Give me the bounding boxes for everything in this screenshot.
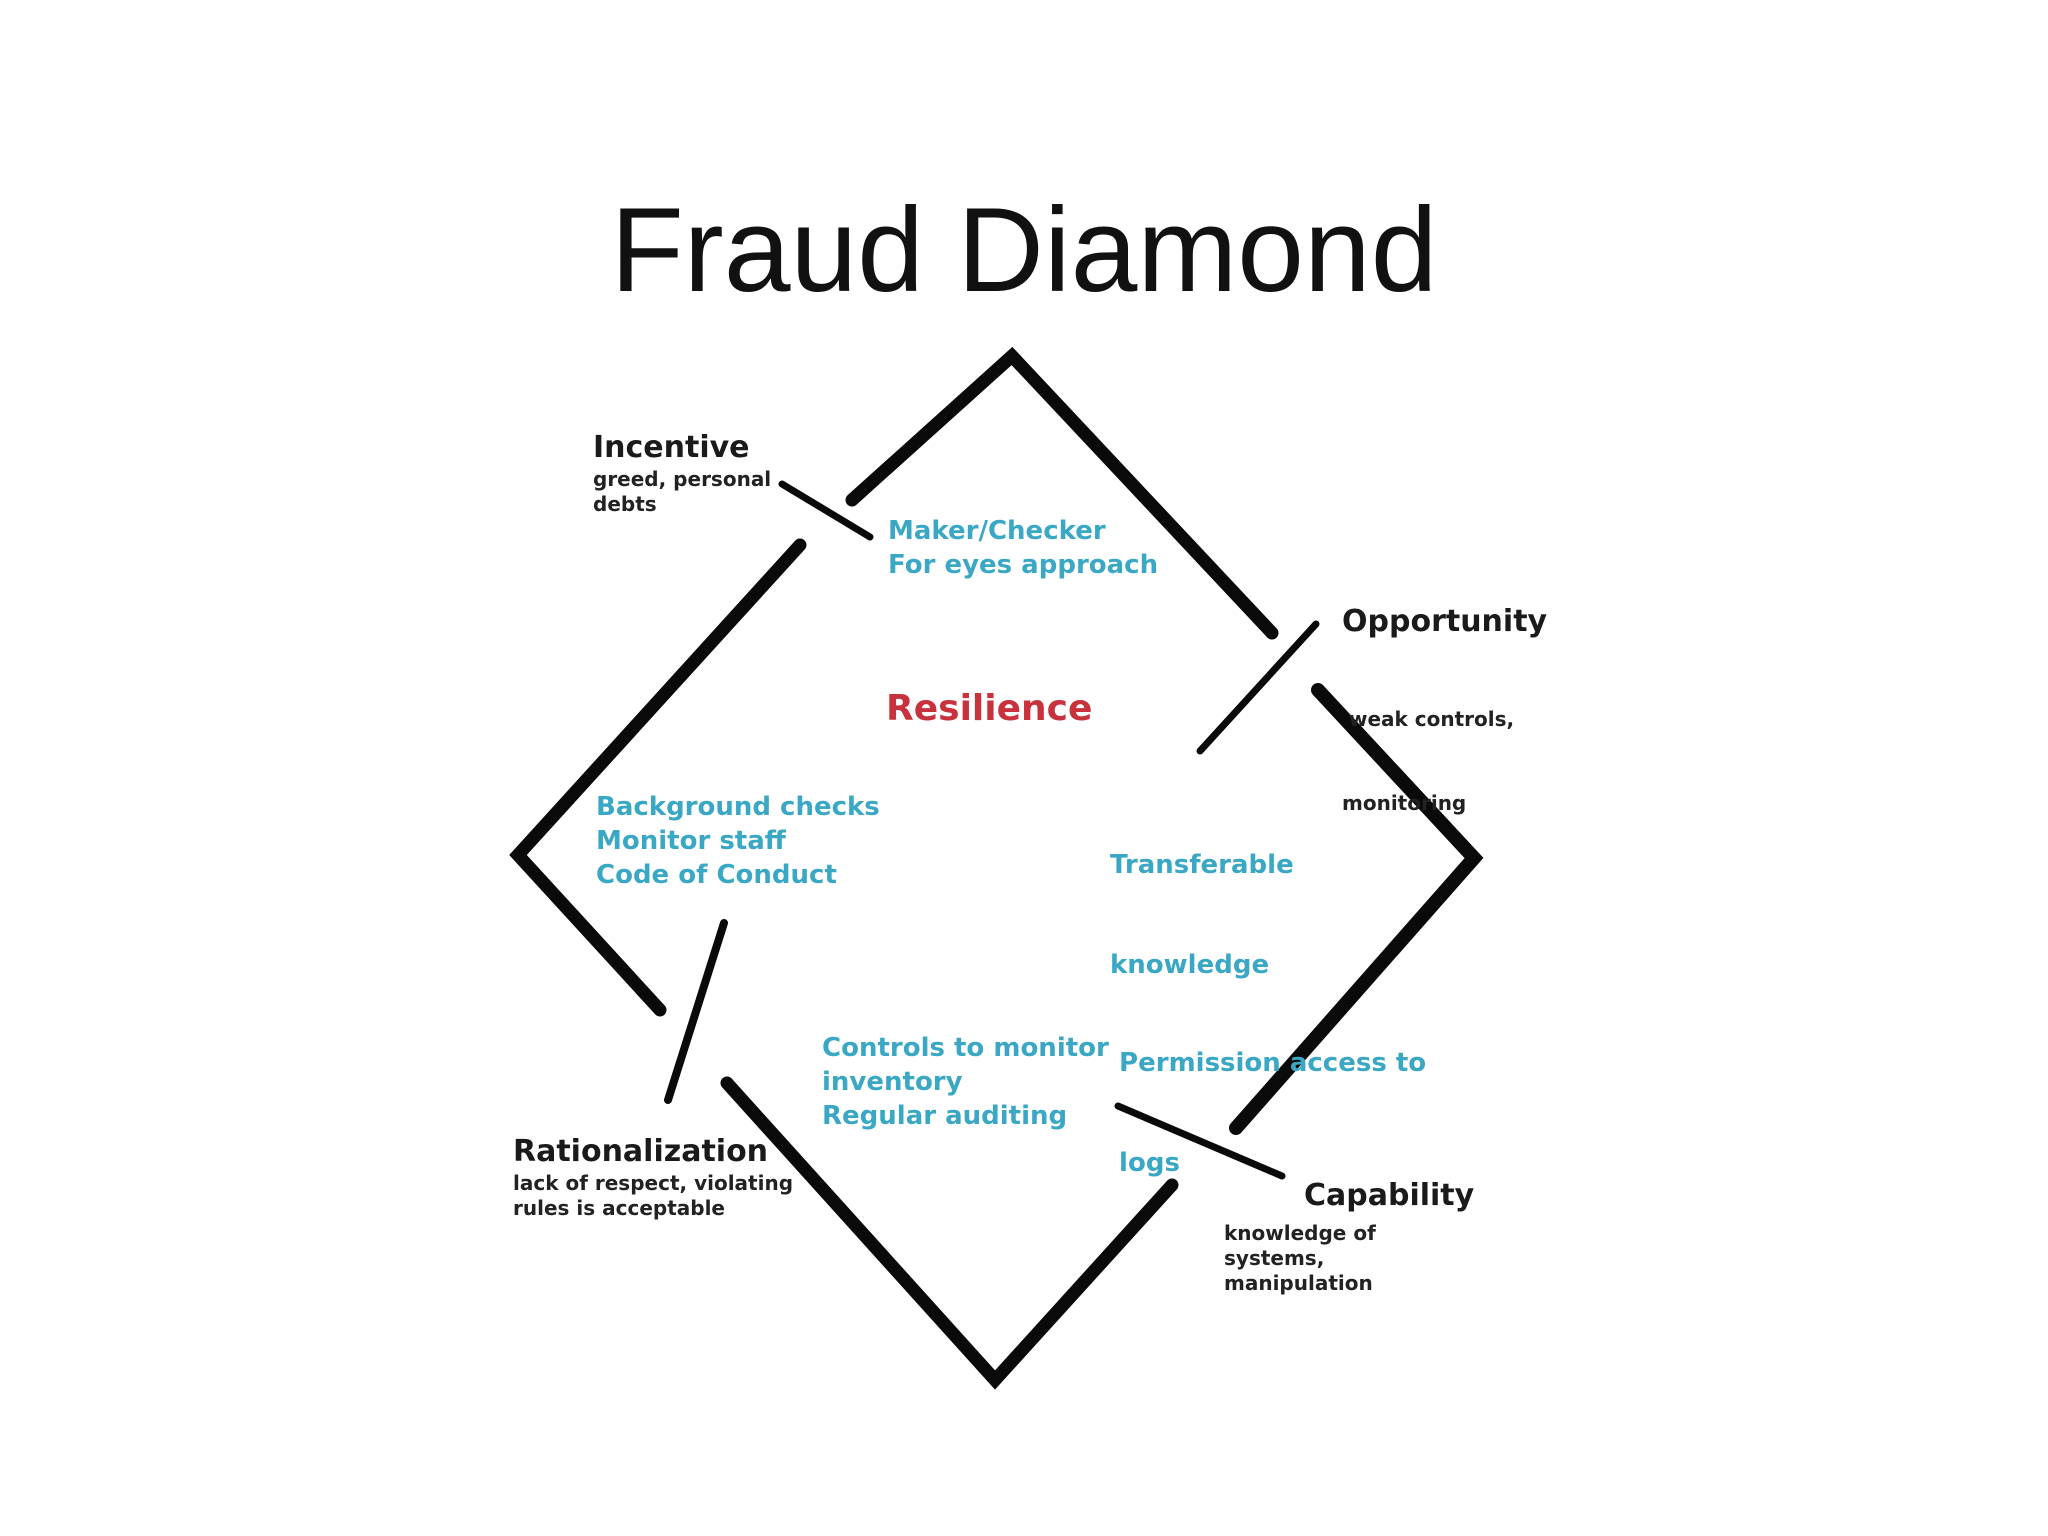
control-item: For eyes approach: [888, 550, 1159, 580]
rationalization-desc-line: rules is acceptable: [513, 1196, 725, 1220]
opportunity-title: Opportunity: [1342, 604, 1548, 639]
control-item: Regular auditing: [822, 1101, 1068, 1131]
left-controls: Background checks Monitor staff Code of …: [596, 790, 880, 892]
incentive-label: Incentive greed, personal debts: [593, 430, 771, 517]
capability-desc-line: systems,: [1224, 1246, 1325, 1270]
control-item: Controls to monitor: [822, 1033, 1109, 1063]
diamond-edge-left: [509, 538, 807, 1017]
control-item: knowledge: [1110, 950, 1270, 980]
opportunity-tick: [1196, 620, 1320, 755]
capability-desc-line: knowledge of: [1224, 1221, 1376, 1245]
opportunity-desc-line: weak controls,: [1342, 707, 1515, 731]
control-item: Permission access to: [1110, 1048, 1427, 1078]
rationalization-label: Rationalization lack of respect, violati…: [513, 1134, 793, 1221]
incentive-desc-line: greed, personal: [593, 467, 772, 491]
right-controls: Transferable knowledge Permission access…: [1110, 780, 1426, 1248]
capability-desc-line: manipulation: [1224, 1271, 1373, 1295]
control-item: logs: [1110, 1148, 1180, 1178]
bottom-controls: Controls to monitor inventory Regular au…: [822, 1031, 1109, 1133]
control-item: Code of Conduct: [596, 860, 837, 890]
opportunity-label: Opportunity weak controls, monitoring: [1342, 604, 1547, 873]
rationalization-tick: [664, 919, 728, 1104]
diamond-edge-top-right: [845, 346, 1279, 640]
incentive-tick: [778, 480, 874, 541]
control-item: Monitor staff: [596, 826, 786, 856]
opportunity-description: weak controls, monitoring: [1342, 649, 1547, 873]
capability-tick: [1114, 1102, 1286, 1180]
control-item: Maker/Checker: [888, 516, 1106, 546]
incentive-title: Incentive: [593, 430, 750, 465]
center-label: Resilience: [886, 688, 1093, 729]
slide-title: Fraud Diamond: [610, 183, 1438, 317]
capability-label: Capability: [1304, 1178, 1474, 1213]
control-item: Transferable: [1110, 850, 1294, 880]
rationalization-desc-line: lack of respect, violating: [513, 1171, 794, 1195]
incentive-description: greed, personal debts: [593, 467, 771, 517]
rationalization-description: lack of respect, violating rules is acce…: [513, 1171, 793, 1221]
diamond-edge-right: [1229, 683, 1484, 1135]
control-item: inventory: [822, 1067, 963, 1097]
opportunity-desc-line: monitoring: [1342, 791, 1467, 815]
capability-description: knowledge of systems, manipulation: [1224, 1221, 1376, 1296]
capability-title: Capability: [1304, 1178, 1475, 1213]
top-controls: Maker/Checker For eyes approach: [888, 514, 1158, 582]
diamond-edge-bottom: [720, 1076, 1179, 1390]
control-item: Background checks: [596, 792, 880, 822]
rationalization-title: Rationalization: [513, 1134, 769, 1169]
incentive-desc-line: debts: [593, 492, 657, 516]
